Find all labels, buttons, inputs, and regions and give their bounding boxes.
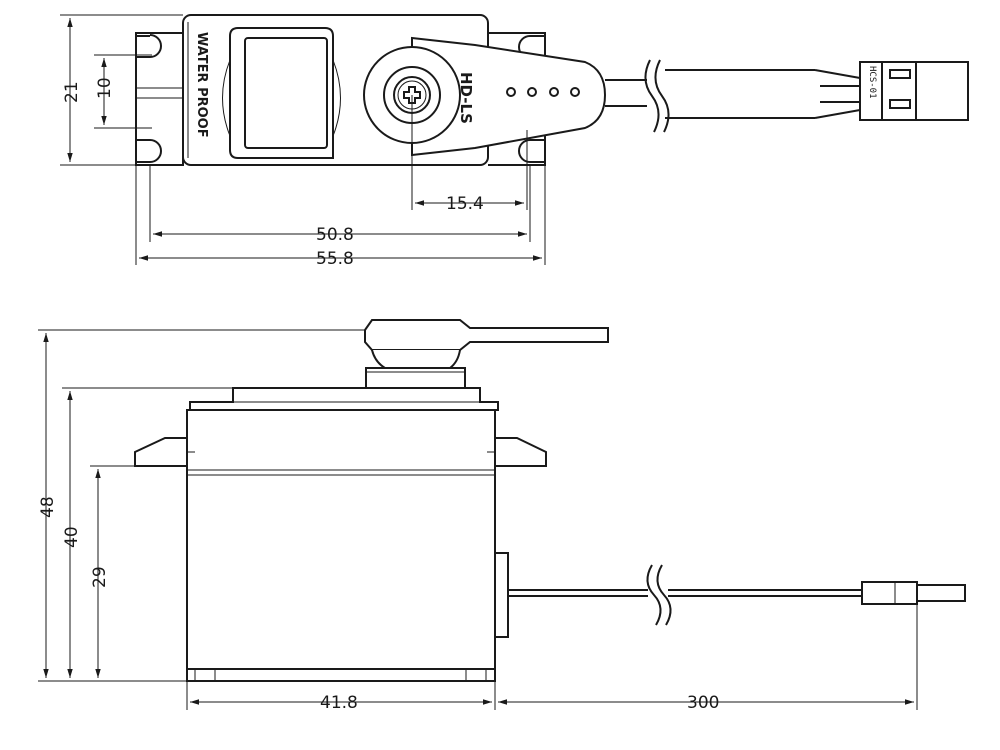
connector-top: HCS-01 bbox=[859, 61, 969, 121]
dim-total-height: 48 bbox=[38, 496, 58, 518]
left-lower-slot bbox=[136, 139, 162, 163]
dim-top-height: 21 bbox=[62, 81, 82, 103]
side-view: 48 40 29 41.8 300 bbox=[38, 319, 966, 713]
left-mount-flange bbox=[135, 32, 184, 166]
dim-total-length: 55.8 bbox=[316, 249, 354, 269]
right-mount-ear bbox=[494, 437, 547, 467]
horn-hole-2 bbox=[527, 87, 537, 97]
cable-side bbox=[508, 564, 862, 626]
left-upper-slot bbox=[136, 34, 162, 58]
cable-top bbox=[605, 59, 861, 133]
output-shaft bbox=[365, 367, 466, 389]
cable-exit bbox=[494, 552, 509, 638]
waterproof-label: WATER PROOF bbox=[194, 32, 209, 138]
dim-case-width: 41.8 bbox=[320, 693, 358, 713]
top-view: HD-LS WATER PROOF HCS-01 bbox=[60, 14, 969, 269]
right-lower-slot bbox=[518, 139, 545, 163]
phillips-cross-icon bbox=[403, 86, 421, 104]
dim-mount-spacing: 50.8 bbox=[316, 225, 354, 245]
dim-case-height: 40 bbox=[62, 526, 82, 548]
left-mount-ear bbox=[134, 437, 188, 467]
connector-side bbox=[861, 581, 966, 605]
servo-case bbox=[186, 409, 496, 670]
dim-mount-height: 29 bbox=[90, 566, 110, 588]
model-label: HD-LS bbox=[457, 72, 475, 124]
horn-hole-1 bbox=[506, 87, 516, 97]
horn-side bbox=[364, 319, 609, 351]
horn-hole-4 bbox=[570, 87, 580, 97]
dim-hole-spacing: 10 bbox=[95, 77, 115, 99]
connector-label: HCS-01 bbox=[867, 66, 877, 99]
horn-hole-3 bbox=[549, 87, 559, 97]
dim-horn-offset: 15.4 bbox=[446, 194, 484, 214]
body-window bbox=[229, 27, 334, 159]
bottom-cover bbox=[186, 668, 496, 682]
top-cap bbox=[189, 387, 499, 411]
servo-horn bbox=[411, 36, 607, 157]
dim-cable-length: 300 bbox=[687, 693, 719, 713]
